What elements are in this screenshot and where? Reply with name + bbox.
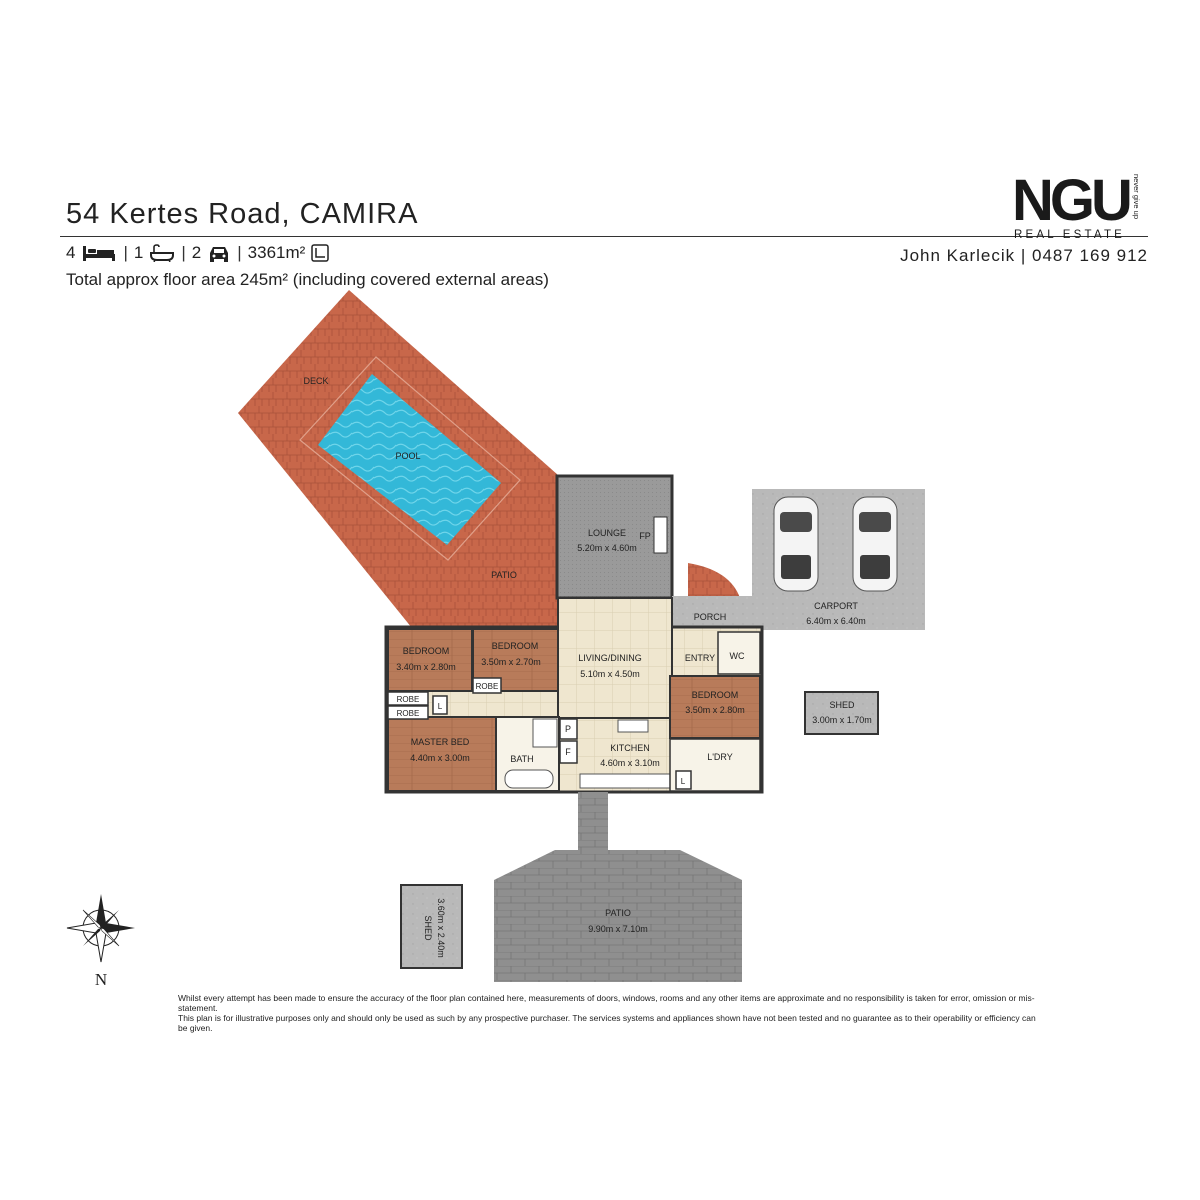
- land-size: 3361m²: [247, 243, 306, 262]
- pool-label: POOL: [395, 451, 420, 461]
- wc-room: [717, 631, 761, 675]
- robe-1-label: ROBE: [397, 695, 420, 704]
- linen-cupboard-2: [675, 770, 692, 790]
- disclaimer-line-1: Whilst every attempt has been made to en…: [178, 993, 1035, 1013]
- master-bed-label: MASTER BED: [411, 737, 470, 747]
- kitchen-label: KITCHEN: [610, 743, 650, 753]
- cars-count: 2: [191, 243, 202, 262]
- pantry-label: P: [565, 724, 571, 734]
- robe-2: [387, 705, 429, 720]
- porch-arc: [688, 563, 740, 598]
- shed-small: [804, 691, 879, 735]
- shed-small-label: SHED: [829, 700, 855, 710]
- fireplace: [653, 516, 668, 554]
- carport-label: CARPORT: [814, 601, 858, 611]
- living-dining-dims: 5.10m x 4.50m: [580, 669, 640, 679]
- kitchen-dims: 4.60m x 3.10m: [600, 758, 660, 768]
- fireplace-label: FP: [639, 531, 651, 541]
- bath-label: BATH: [510, 754, 533, 764]
- pool-area: [318, 374, 501, 545]
- entry-label: ENTRY: [685, 653, 715, 663]
- kitchen-bench: [579, 773, 671, 789]
- bed-icon: [83, 246, 116, 261]
- disclaimer-line-2: This plan is for illustrative purposes o…: [178, 1013, 1036, 1033]
- master-bed-dims: 4.40m x 3.00m: [410, 753, 470, 763]
- bedroom-3: [669, 675, 761, 739]
- logo-mark: NGU: [1012, 170, 1130, 233]
- compass-rose-icon: [66, 894, 135, 963]
- laundry-label: L'DRY: [707, 752, 733, 762]
- bathtub: [504, 769, 554, 789]
- fridge-label: F: [565, 747, 571, 757]
- bath-icon: [150, 244, 175, 262]
- kitchen-island: [617, 719, 649, 733]
- linen-1-label: L: [438, 702, 443, 711]
- shed-large-dims: 3.60m x 2.40m: [436, 898, 446, 958]
- deck-inlay-border: [299, 356, 521, 561]
- bedroom-2-label: BEDROOM: [492, 641, 539, 651]
- shed-small-dims: 3.00m x 1.70m: [812, 715, 872, 725]
- car-icon: [773, 496, 819, 592]
- separator: |: [181, 243, 186, 262]
- logo-tagline: never give up: [1132, 174, 1141, 219]
- carport-dims: 6.40m x 6.40m: [806, 616, 866, 626]
- bedroom-3-dims: 3.50m x 2.80m: [685, 705, 745, 715]
- robe-1: [387, 691, 429, 706]
- beds-count: 4: [66, 243, 76, 262]
- shed-large-label: SHED: [423, 915, 433, 941]
- pantry: [559, 718, 578, 740]
- property-stats: 4 | 1 | 2 | 3361m²: [66, 243, 330, 263]
- logo-subtitle: REAL ESTATE: [1014, 229, 1125, 240]
- shed-large: [400, 884, 463, 969]
- linen-2-label: L: [681, 777, 686, 786]
- car-icon: [852, 496, 898, 592]
- lounge-dims: 5.20m x 4.60m: [577, 543, 637, 553]
- land-area-icon: [311, 244, 330, 262]
- porch-area: [672, 596, 760, 629]
- master-bedroom: [387, 716, 497, 792]
- ngu-logo: NGU REAL ESTATE never give up: [1012, 170, 1141, 240]
- bedroom-1: [387, 628, 473, 692]
- bedroom-1-label: BEDROOM: [403, 646, 450, 656]
- robe-3-label: ROBE: [476, 682, 499, 691]
- robe-2-label: ROBE: [397, 709, 420, 718]
- baths-count: 1: [133, 243, 144, 262]
- linen-cupboard-1: [432, 695, 448, 715]
- porch-label: PORCH: [694, 612, 727, 622]
- patio-bottom-area: [494, 850, 742, 982]
- bedroom-3-label: BEDROOM: [692, 690, 739, 700]
- patio-bottom-label: PATIO: [605, 908, 631, 918]
- shower: [532, 718, 558, 748]
- living-dining-room: [557, 597, 673, 719]
- separator: |: [237, 243, 242, 262]
- patio-bottom-dims: 9.90m x 7.10m: [588, 924, 648, 934]
- agent-contact: John Karlecik | 0487 169 912: [900, 246, 1148, 265]
- robe-3: [472, 677, 502, 694]
- property-address: 54 Kertes Road, CAMIRA: [66, 198, 419, 230]
- lounge-label: LOUNGE: [588, 528, 626, 538]
- header-rule: [60, 236, 1148, 237]
- car-icon: [210, 247, 229, 262]
- floor-area-note: Total approx floor area 245m² (including…: [66, 270, 549, 289]
- bedroom-2-dims: 3.50m x 2.70m: [481, 657, 541, 667]
- patio-top-label: PATIO: [491, 570, 517, 580]
- wc-label: WC: [730, 651, 745, 661]
- north-label: N: [95, 970, 107, 989]
- living-dining-label: LIVING/DINING: [578, 653, 642, 663]
- fridge-space: [559, 740, 578, 764]
- walkway: [578, 792, 608, 850]
- deck-label: DECK: [303, 376, 328, 386]
- separator: |: [123, 243, 128, 262]
- bedroom-1-dims: 3.40m x 2.80m: [396, 662, 456, 672]
- disclaimer: Whilst every attempt has been made to en…: [178, 993, 1038, 1033]
